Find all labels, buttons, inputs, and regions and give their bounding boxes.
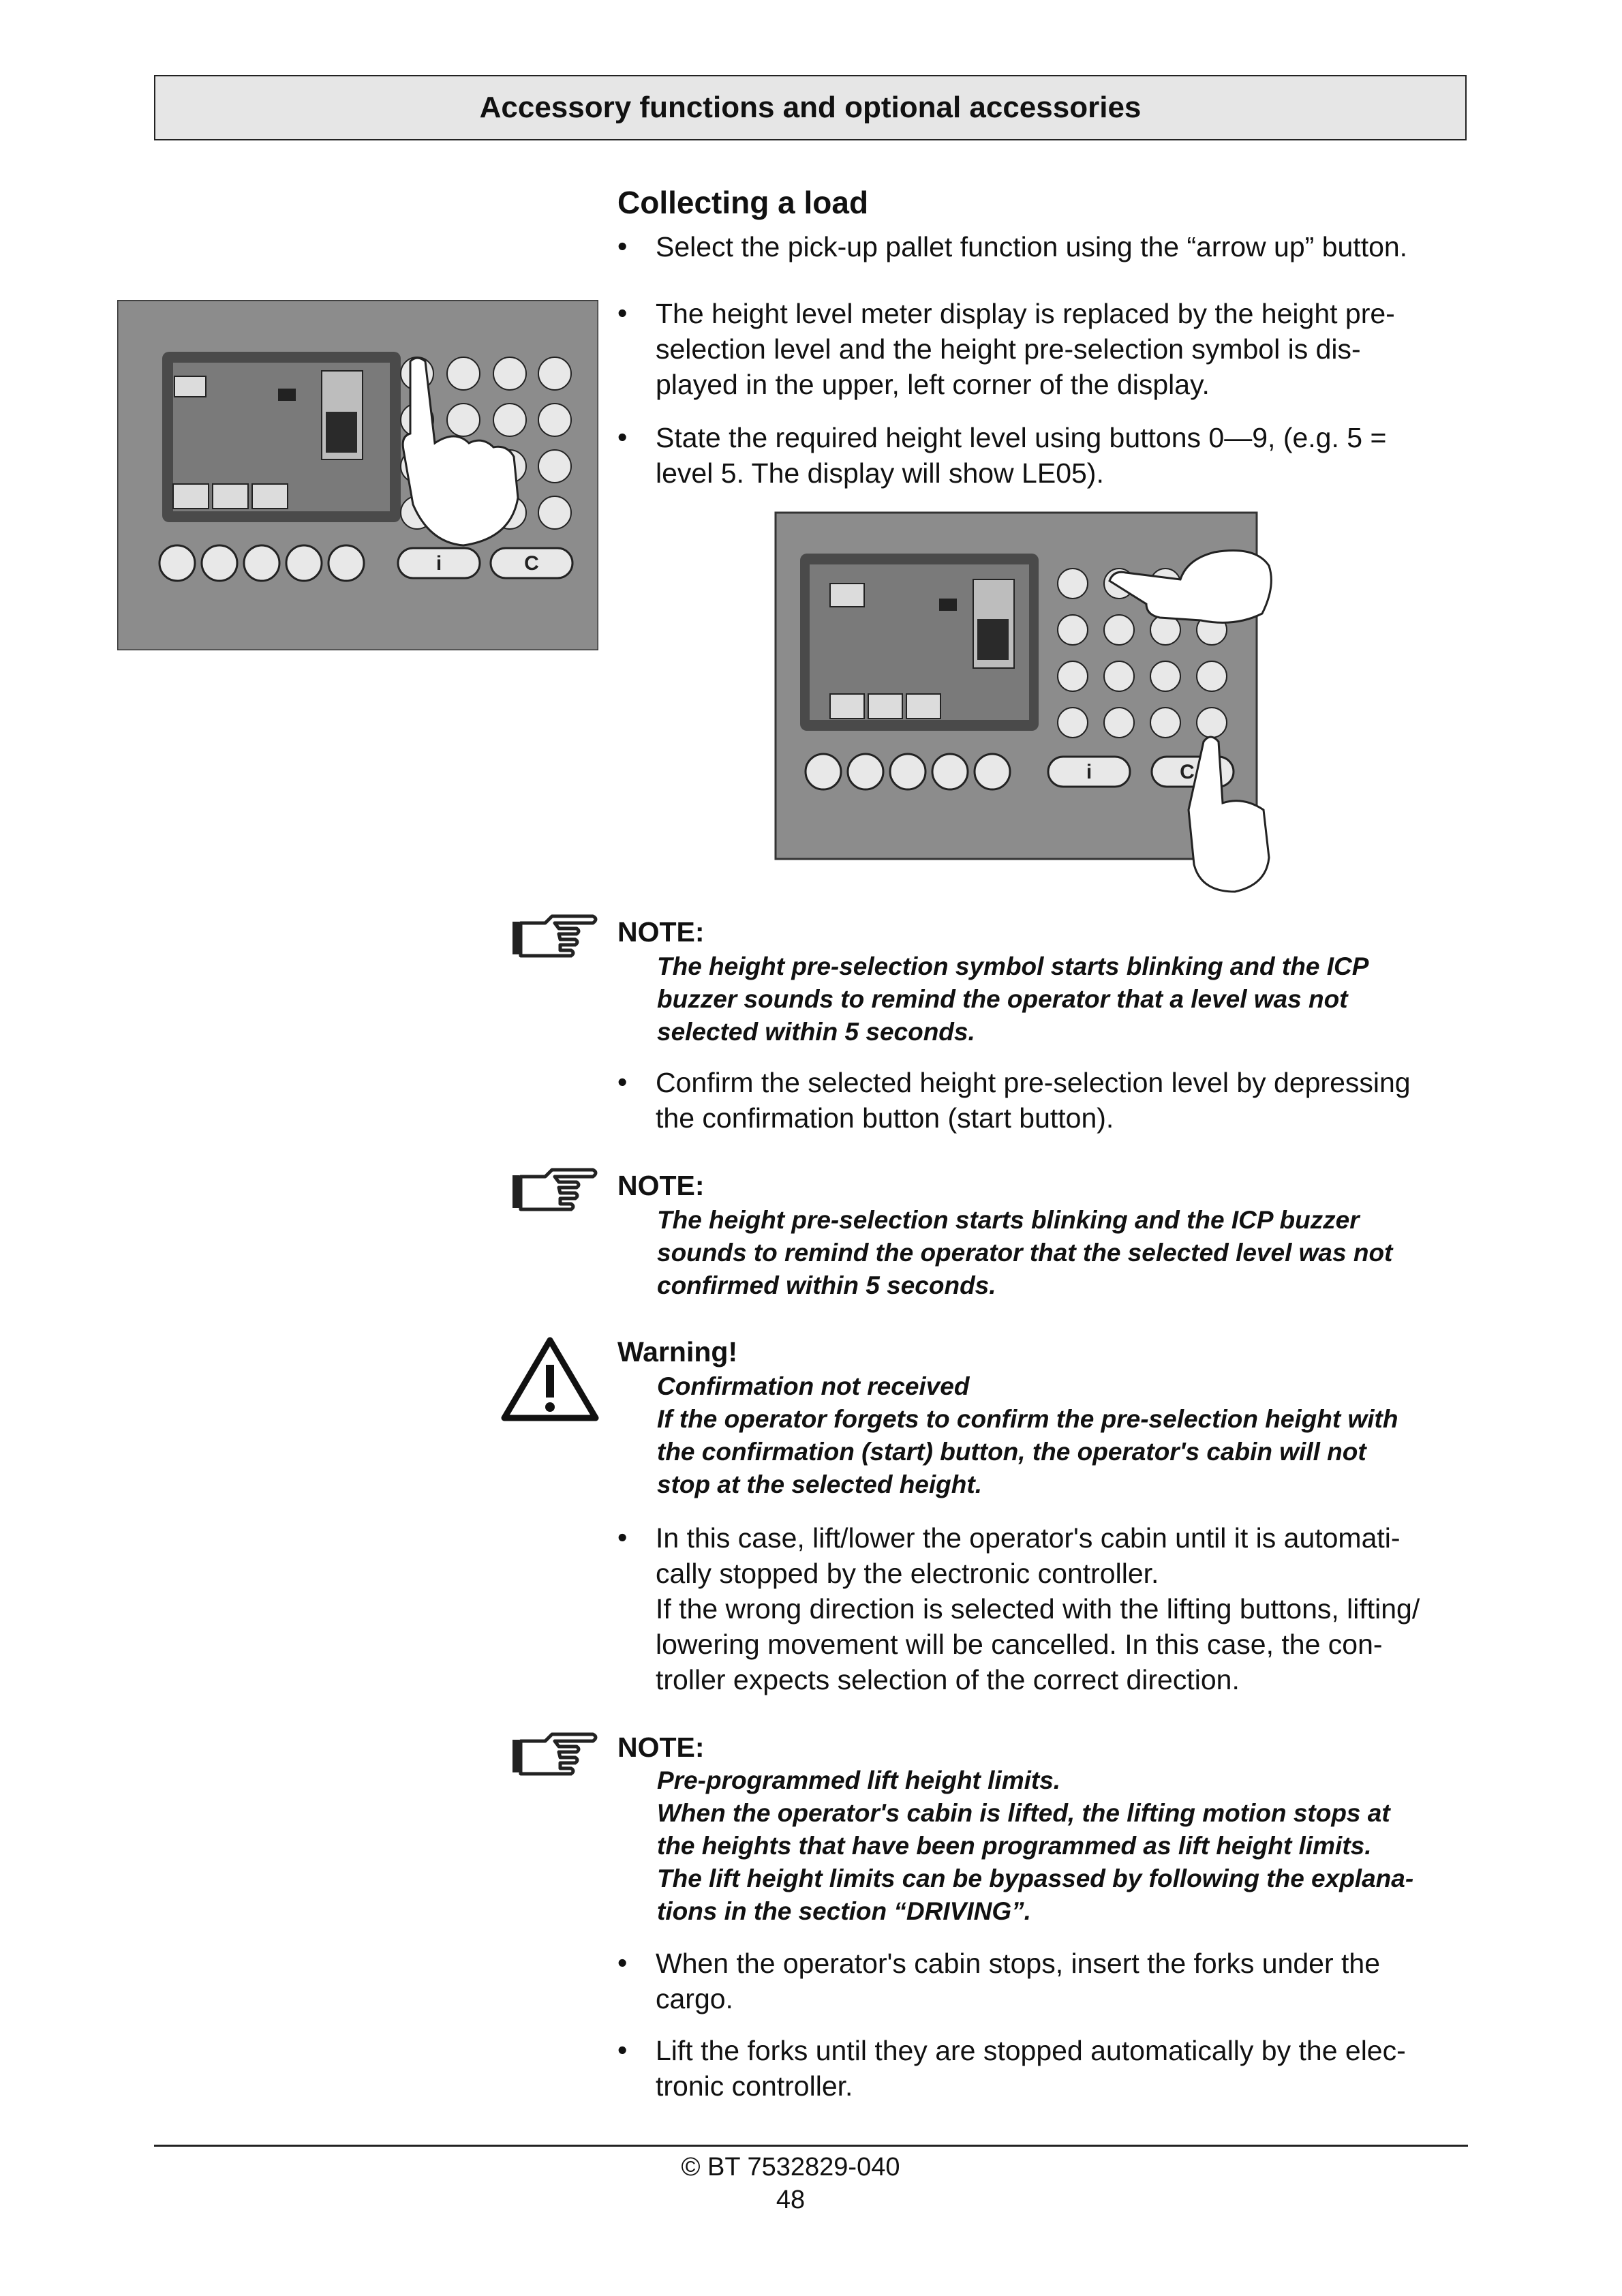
bullet-text: Confirm the selected height pre-selectio… <box>656 1065 1473 1136</box>
note-heading: NOTE: <box>617 1170 705 1201</box>
note-line: selected within 5 seconds. <box>657 1018 975 1046</box>
note-line: sounds to remind the operator that the s… <box>657 1239 1393 1267</box>
note-body: The height pre-selection symbol starts b… <box>657 950 1482 1048</box>
page-number: 48 <box>776 2186 806 2214</box>
pointing-finger-icon <box>512 1168 598 1211</box>
note-line: The lift height limits can be bypassed b… <box>657 1864 1414 1892</box>
control-panel-photo-2: i C <box>774 511 1272 893</box>
clear-button-label: C <box>1180 761 1195 783</box>
warning-line: Confirmation not received <box>657 1372 970 1400</box>
note-line: buzzer sounds to remind the operator tha… <box>657 985 1348 1013</box>
control-panel-photo-1: i C <box>116 299 600 652</box>
bullet-marker: • <box>617 297 628 329</box>
header-title: Accessory functions and optional accesso… <box>479 91 1142 124</box>
note-line: When the operator's cabin is lifted, the… <box>657 1799 1390 1827</box>
bullet-text: Lift the forks until they are stopped au… <box>656 2033 1473 2104</box>
bullet-text: The height level meter display is replac… <box>656 296 1473 402</box>
note-line: Pre-programmed lift height limits. <box>657 1766 1061 1794</box>
bullet-line: played in the upper, left corner of the … <box>656 369 1210 400</box>
warning-triangle-icon <box>501 1337 599 1421</box>
warning-line: stop at the selected height. <box>657 1470 982 1498</box>
bullet-marker: • <box>617 230 628 262</box>
function-buttons <box>158 544 574 582</box>
bullet-line: lowering movement will be cancelled. In … <box>656 1629 1383 1660</box>
bullet-line: When the operator's cabin stops, insert … <box>656 1948 1381 1979</box>
bullet-line: selection level and the height pre-selec… <box>656 333 1361 365</box>
bullet-marker: • <box>617 2034 628 2066</box>
note-body: Pre-programmed lift height limits. When … <box>657 1764 1482 1928</box>
bullet-line: troller expects selection of the correct… <box>656 1664 1240 1695</box>
warning-body: Confirmation not received If the operato… <box>657 1370 1482 1501</box>
warning-line: the confirmation (start) button, the ope… <box>657 1438 1366 1466</box>
note-line: confirmed within 5 seconds. <box>657 1271 996 1299</box>
note-heading: NOTE: <box>617 1732 705 1763</box>
bullet-marker: • <box>617 421 628 453</box>
bullet-line: Lift the forks until they are stopped au… <box>656 2035 1406 2066</box>
footer-copyright: © BT 7532829-040 <box>681 2153 900 2181</box>
pointing-hand-icon <box>1108 549 1272 624</box>
note-line: The height pre-selection starts blinking… <box>657 1206 1360 1234</box>
bullet-line: the confirmation button (start button). <box>656 1102 1114 1134</box>
bullet-marker: • <box>617 1947 628 1978</box>
info-button-label: i <box>1086 761 1092 783</box>
bullet-line: If the wrong direction is selected with … <box>656 1593 1420 1625</box>
page-header: Accessory functions and optional accesso… <box>154 75 1467 140</box>
bullet-text: In this case, lift/lower the operator's … <box>656 1520 1473 1697</box>
footer-divider <box>154 2145 1468 2147</box>
bullet-line: The height level meter display is replac… <box>656 298 1395 329</box>
control-panel-illustration: i C <box>774 511 1272 893</box>
bullet-line: cargo. <box>656 1983 733 2014</box>
bullet-line: State the required height level using bu… <box>656 422 1387 453</box>
clear-button-label: C <box>524 552 539 575</box>
pointing-hand-icon <box>401 357 519 547</box>
note-body: The height pre-selection starts blinking… <box>657 1204 1482 1302</box>
bullet-text: When the operator's cabin stops, insert … <box>656 1946 1473 2016</box>
note-line: the heights that have been programmed as… <box>657 1832 1372 1860</box>
bullet-marker: • <box>617 1522 628 1553</box>
bullet-line: tronic controller. <box>656 2070 853 2102</box>
pointing-finger-icon <box>512 914 598 958</box>
note-heading: NOTE: <box>617 916 705 948</box>
bullet-marker: • <box>617 1066 628 1098</box>
info-button-label: i <box>436 552 442 575</box>
note-line: The height pre-selection symbol starts b… <box>657 952 1369 980</box>
section-title: Collecting a load <box>617 185 869 220</box>
bullet-line: Confirm the selected height pre-selectio… <box>656 1067 1411 1098</box>
pointing-finger-icon <box>512 1732 598 1776</box>
control-panel-illustration: i C <box>116 299 600 652</box>
bullet-line: cally stopped by the electronic controll… <box>656 1558 1159 1589</box>
bullet-text: State the required height level using bu… <box>656 420 1473 491</box>
note-line: tions in the section “DRIVING”. <box>657 1897 1031 1925</box>
warning-heading: Warning! <box>617 1336 738 1368</box>
bullet-text: Select the pick-up pallet function using… <box>656 229 1473 265</box>
warning-line: If the operator forgets to confirm the p… <box>657 1405 1398 1433</box>
bullet-line: In this case, lift/lower the operator's … <box>656 1522 1401 1554</box>
bullet-line: Select the pick-up pallet function using… <box>656 231 1408 262</box>
pointing-hand-icon <box>1187 736 1270 893</box>
bullet-line: level 5. The display will show LE05). <box>656 457 1104 489</box>
